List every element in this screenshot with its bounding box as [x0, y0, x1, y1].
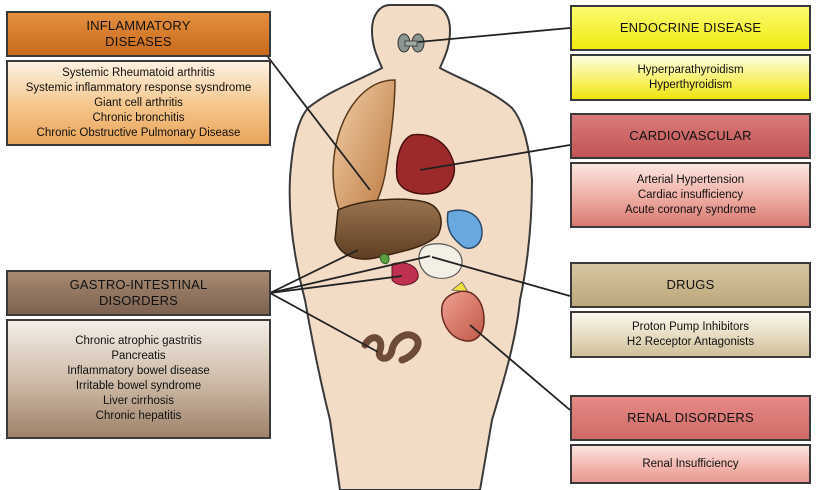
list-item: Systemic inflammatory response sysndrome — [26, 81, 252, 96]
inflammatory-list: Systemic Rheumatoid arthritis Systemic i… — [6, 60, 271, 146]
list-item: Acute coronary syndrome — [625, 203, 756, 218]
list-item: Renal Insufficiency — [642, 457, 738, 472]
drugs-header: DRUGS — [570, 262, 811, 308]
gastro-title-line2: DISORDERS — [99, 293, 178, 309]
renal-title: RENAL DISORDERS — [627, 410, 754, 426]
inflammatory-title-line2: DISEASES — [105, 34, 172, 50]
list-item: Cardiac insufficiency — [638, 188, 743, 203]
list-item: Chronic atrophic gastritis — [75, 334, 202, 349]
cardiovascular-header: CARDIOVASCULAR — [570, 113, 811, 159]
list-item: H2 Receptor Antagonists — [627, 335, 754, 350]
list-item: Irritable bowel syndrome — [76, 379, 201, 394]
inflammatory-title-line1: INFLAMMATORY — [86, 18, 190, 34]
cardiovascular-title: CARDIOVASCULAR — [629, 128, 751, 144]
list-item: Proton Pump Inhibitors — [632, 320, 749, 335]
gastro-header: GASTRO-INTESTINAL DISORDERS — [6, 270, 271, 316]
gastro-title-line1: GASTRO-INTESTINAL — [70, 277, 208, 293]
drugs-list: Proton Pump Inhibitors H2 Receptor Antag… — [570, 311, 811, 358]
list-item: Giant cell arthritis — [94, 96, 183, 111]
list-item: Chronic bronchitis — [92, 111, 184, 126]
list-item: Hyperparathyroidism — [637, 63, 743, 78]
renal-header: RENAL DISORDERS — [570, 395, 811, 441]
inflammatory-header: INFLAMMATORY DISEASES — [6, 11, 271, 57]
list-item: Chronic Obstructive Pulmonary Disease — [37, 126, 241, 141]
cardiovascular-list: Arterial Hypertension Cardiac insufficie… — [570, 162, 811, 228]
list-item: Pancreatis — [111, 349, 165, 364]
endocrine-title: ENDOCRINE DISEASE — [620, 20, 761, 36]
list-item: Inflammatory bowel disease — [67, 364, 210, 379]
renal-list: Renal Insufficiency — [570, 444, 811, 484]
endocrine-list: Hyperparathyroidism Hyperthyroidism — [570, 54, 811, 101]
list-item: Liver cirrhosis — [103, 394, 174, 409]
stomach — [419, 244, 462, 279]
endocrine-header: ENDOCRINE DISEASE — [570, 5, 811, 51]
list-item: Chronic hepatitis — [96, 409, 182, 424]
list-item: Systemic Rheumatoid arthritis — [62, 66, 215, 81]
list-item: Arterial Hypertension — [637, 173, 744, 188]
drugs-title: DRUGS — [667, 277, 715, 293]
gastro-list: Chronic atrophic gastritis Pancreatis In… — [6, 319, 271, 439]
list-item: Hyperthyroidism — [649, 78, 732, 93]
